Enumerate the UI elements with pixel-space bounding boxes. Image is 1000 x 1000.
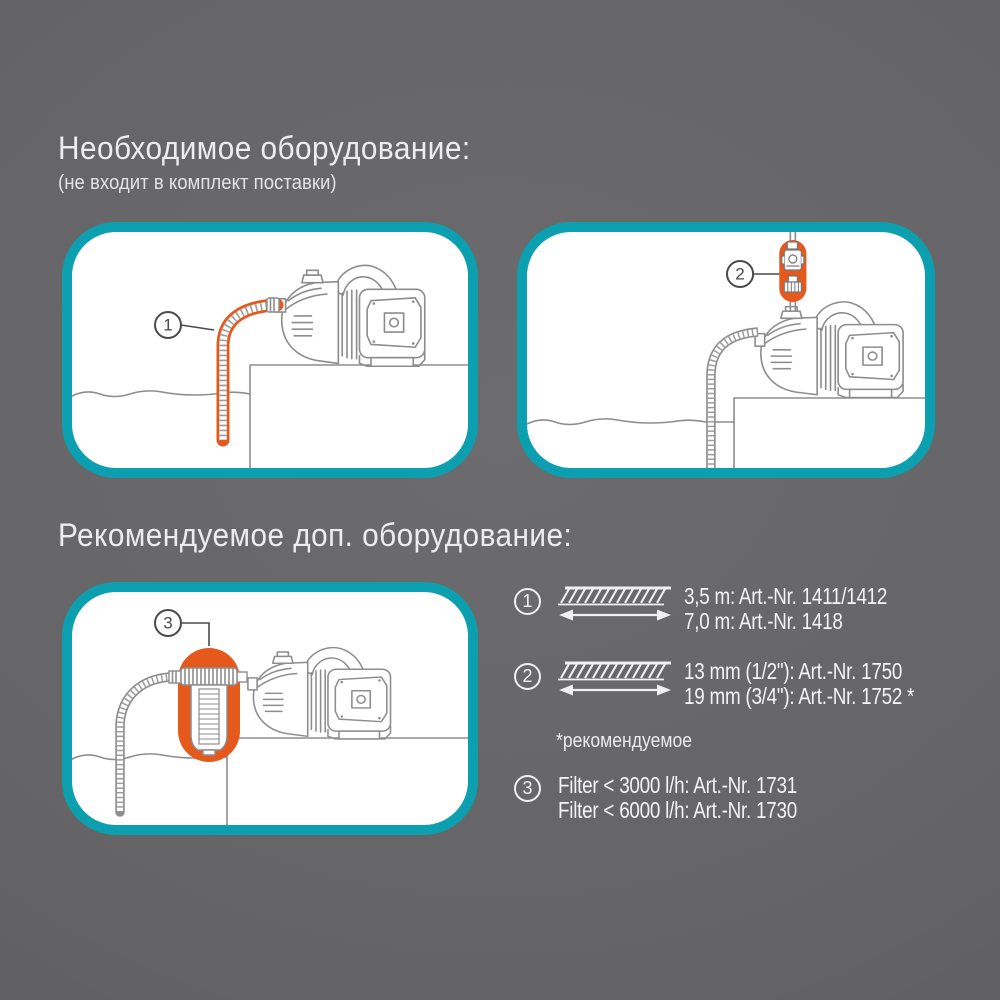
plain-suction-hose	[706, 327, 759, 468]
hose-length-icon	[558, 586, 671, 621]
callout-2-badge: 2	[726, 260, 780, 288]
pump-drawing	[247, 646, 392, 740]
callout-3-badge: 3	[154, 609, 210, 646]
list-item-3-line1: Filter < 3000 l/h: Art.-Nr. 1731	[558, 772, 798, 798]
panel-connection-set: 2	[517, 222, 935, 478]
connection-set-illustration: 2	[527, 232, 925, 468]
callout-2-number: 2	[735, 265, 745, 284]
water-line	[527, 418, 735, 426]
list-item-1-text: 3,5 m: Art.-Nr. 1411/1412 7,0 m: Art.-Nr…	[684, 584, 887, 633]
panel-suction-hose: 1	[62, 222, 478, 478]
pump-drawing	[754, 301, 904, 399]
list-item-1-line2: 7,0 m: Art.-Nr. 1418	[684, 607, 843, 634]
list-item-1-number: 1	[514, 588, 541, 615]
suction-hose-illustration: 1	[72, 264, 468, 468]
callout-1-number: 1	[163, 316, 172, 335]
hose-diameter-icon	[558, 661, 671, 696]
list-item-3-line2: Filter < 6000 l/h: Art.-Nr. 1730	[558, 796, 798, 823]
recommended-footnote: *рекомендуемое	[556, 730, 693, 752]
connector-set-highlight	[779, 240, 807, 302]
pump-drawing	[275, 264, 426, 368]
list-item-2-text: 13 mm (1/2"): Art.-Nr. 1750 19 mm (3/4")…	[684, 659, 914, 708]
recommended-section-title: Рекомендуемое доп. оборудование:	[58, 517, 573, 553]
list-item-1-line1: 3,5 m: Art.-Nr. 1411/1412	[684, 583, 888, 609]
list-item-2-line2: 19 mm (3/4"): Art.-Nr. 1752 *	[684, 682, 915, 709]
list-item-2-line1: 13 mm (1/2"): Art.-Nr. 1750	[684, 658, 903, 684]
panel-pre-filter: 3	[62, 582, 478, 835]
suction-hose-highlight	[216, 297, 284, 447]
water-line	[72, 753, 228, 761]
ledge	[226, 737, 468, 825]
ledge	[733, 397, 925, 468]
callout-1-badge: 1	[154, 311, 215, 339]
pre-filter-illustration: 3	[72, 609, 468, 825]
list-item-2-number: 2	[514, 663, 541, 690]
ledge	[249, 364, 468, 468]
plain-suction-hose	[115, 672, 177, 817]
list-item-3-text: Filter < 3000 l/h: Art.-Nr. 1731 Filter …	[558, 773, 797, 822]
pre-filter-highlight	[168, 648, 248, 762]
callout-3-number: 3	[163, 614, 172, 633]
required-section-subtitle: (не входит в комплект поставки)	[58, 172, 337, 194]
required-section-title: Необходимое оборудование:	[58, 130, 471, 166]
list-item-3-number: 3	[514, 775, 541, 802]
